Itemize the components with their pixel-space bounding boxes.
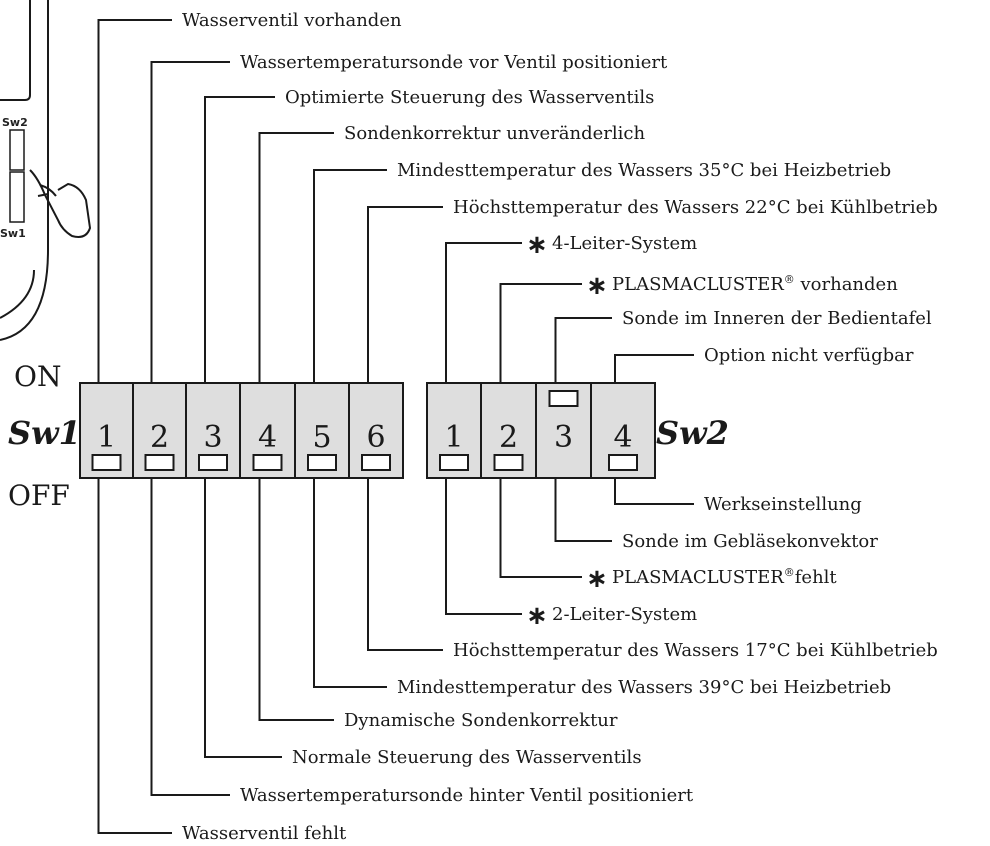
sw1-switch-4-off-leader (258, 478, 334, 721)
sw2-switch-2[interactable]: 2 (480, 382, 537, 479)
sw2-switch-number: 3 (554, 420, 573, 455)
sw1-switch-2-on-leader (150, 61, 230, 383)
sw1-switch-2-knob[interactable] (144, 454, 175, 471)
sw1-switch-6-off-label: Höchsttemperatur des Wassers 17°C bei Kü… (453, 640, 938, 661)
sw2-switch-4[interactable]: 4 (590, 382, 656, 479)
sw1-switch-6[interactable]: 6 (348, 382, 404, 479)
asterisk-icon: ∗ (586, 564, 608, 594)
sw1-switch-number: 2 (150, 420, 169, 455)
sw1-switch-5-off-label: Mindesttemperatur des Wassers 39°C bei H… (397, 677, 891, 698)
sw1-switch-3[interactable]: 3 (185, 382, 241, 479)
sw1-switch-4-on-label: Sondenkorrektur unveränderlich (344, 123, 646, 144)
asterisk-icon: ∗ (526, 230, 548, 260)
asterisk-icon: ∗ (526, 601, 548, 631)
sw1-switch-1-off-label: Wasserventil fehlt (182, 823, 347, 844)
sw1-switch-6-on-leader (367, 206, 443, 383)
device-illustration: Sw2 Sw1 (0, 0, 92, 341)
sw1-switch-3-on-label: Optimierte Steuerung des Wasserventils (285, 87, 654, 108)
sw2-switch-bank: 1 2 3 4 (426, 382, 656, 479)
sw1-switch-number: 1 (97, 420, 116, 455)
sw1-switch-4-on-leader (258, 132, 334, 383)
sw1-switch-3-off-label: Normale Steuerung des Wasserventils (292, 747, 642, 768)
sw2-switch-1-off-leader (445, 478, 522, 615)
sw2-switch-2-off-label: PLASMACLUSTER®fehlt (612, 566, 837, 588)
asterisk-icon: ∗ (586, 271, 608, 301)
sw1-switch-2-off-leader (150, 478, 230, 796)
sw1-switch-number: 3 (203, 420, 222, 455)
sw1-switch-6-knob[interactable] (361, 454, 391, 471)
sw1-switch-4[interactable]: 4 (239, 382, 296, 479)
sw1-switch-number: 6 (366, 420, 385, 455)
sw2-switch-2-on-label: PLASMACLUSTER® vorhanden (612, 273, 898, 295)
sw2-name: Sw2 (656, 414, 729, 452)
sw1-block-icon (9, 171, 25, 223)
sw1-switch-4-off-label: Dynamische Sondenkorrektur (344, 710, 618, 731)
sw2-switch-4-on-label: Option nicht verfügbar (704, 345, 914, 366)
sw1-switch-1-on-leader (97, 19, 172, 383)
sw2-switch-4-off-label: Werkseinstellung (704, 494, 862, 515)
sw1-name: Sw1 (8, 414, 81, 452)
device-inner-edge (0, 269, 35, 319)
sw1-switch-1-off-leader (97, 478, 172, 834)
sw1-switch-6-on-label: Höchsttemperatur des Wassers 22°C bei Kü… (453, 197, 938, 218)
sw2-switch-3-on-leader (554, 317, 612, 383)
sw1-switch-2[interactable]: 2 (132, 382, 187, 479)
sw1-switch-5-knob[interactable] (307, 454, 337, 471)
sw2-switch-3-knob[interactable] (548, 390, 579, 407)
sw2-switch-2-body[interactable] (480, 382, 537, 479)
sw2-switch-4-knob[interactable] (608, 454, 638, 471)
device-sw1-label: Sw1 (0, 227, 26, 240)
sw1-switch-5-off-leader (313, 478, 387, 688)
sw2-switch-1-on-label: 4-Leiter-System (552, 233, 697, 254)
sw2-switch-2-knob[interactable] (493, 454, 524, 471)
device-body-edge (0, 0, 49, 341)
hand-finger-icon (39, 184, 57, 197)
sw2-switch-1-off-label: 2-Leiter-System (552, 604, 697, 625)
sw2-switch-4-off-leader (614, 478, 694, 505)
device-sw2-label: Sw2 (2, 116, 28, 129)
sw2-switch-1-knob[interactable] (439, 454, 469, 471)
sw2-switch-3-off-leader (554, 478, 612, 542)
sw1-switch-number: 5 (312, 420, 331, 455)
sw1-switch-2-on-label: Wassertemperatursonde vor Ventil positio… (240, 52, 668, 73)
sw1-switch-5[interactable]: 5 (294, 382, 350, 479)
sw1-switch-3-on-leader (204, 96, 275, 383)
sw1-switch-5-on-leader (313, 169, 387, 383)
sw1-switch-1-on-label: Wasserventil vorhanden (182, 10, 402, 31)
sw1-switch-1-knob[interactable] (91, 454, 122, 471)
pointing-hand-icon (29, 169, 92, 238)
sw2-switch-1-on-leader (445, 242, 522, 383)
sw1-switch-2-off-label: Wassertemperatursonde hinter Ventil posi… (240, 785, 694, 806)
sw1-switch-1[interactable]: 1 (79, 382, 134, 479)
on-label: ON (14, 360, 61, 393)
sw1-switch-6-off-leader (367, 478, 443, 651)
sw2-switch-2-on-leader (499, 283, 582, 383)
sw1-switch-5-on-label: Mindesttemperatur des Wassers 35°C bei H… (397, 160, 891, 181)
sw2-switch-3-on-label: Sonde im Inneren der Bedientafel (622, 308, 932, 329)
sw1-switch-number: 4 (258, 420, 277, 455)
sw2-switch-number: 1 (444, 420, 463, 455)
sw2-switch-3-off-label: Sonde im Gebläsekonvektor (622, 531, 878, 552)
sw1-switch-3-off-leader (204, 478, 282, 758)
sw2-switch-1[interactable]: 1 (426, 382, 482, 479)
hand-finger2-icon (37, 193, 49, 197)
sw2-switch-4-on-leader (614, 354, 694, 383)
sw2-switch-number: 2 (499, 420, 518, 455)
leader-lines (97, 19, 694, 834)
sw2-switch-3[interactable]: 3 (535, 382, 592, 479)
sw2-switch-2-off-leader (499, 478, 582, 578)
device-outline (0, 0, 31, 101)
sw2-switch-number: 4 (613, 420, 632, 455)
sw2-block-icon (9, 129, 25, 171)
sw1-switch-4-knob[interactable] (252, 454, 283, 471)
sw1-switch-3-knob[interactable] (198, 454, 228, 471)
off-label: OFF (8, 479, 70, 512)
